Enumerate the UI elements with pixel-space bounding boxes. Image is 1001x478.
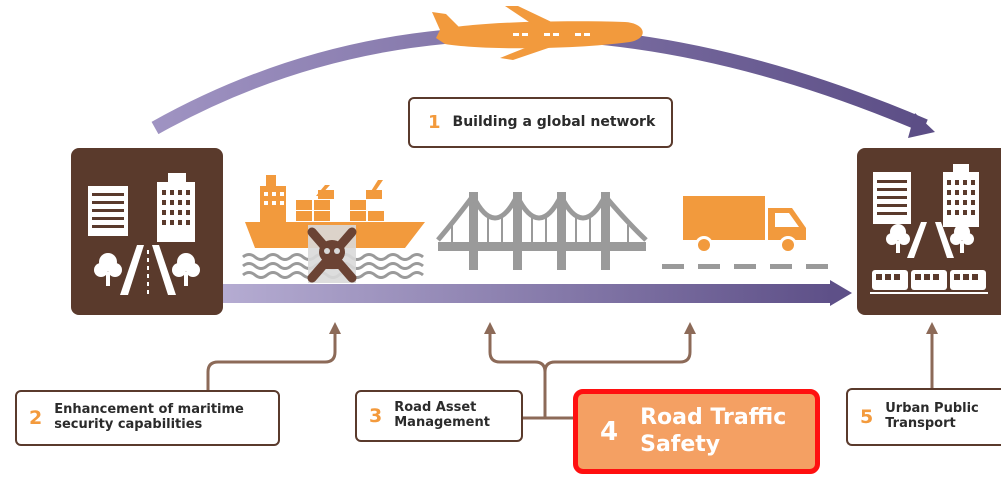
step-number: 1 — [428, 112, 441, 133]
step-3-box: 3 Road Asset Management — [355, 390, 523, 442]
step-1-box: 1 Building a global network — [408, 97, 673, 148]
connector-arrows — [206, 330, 934, 420]
step-label-line1: Enhancement of maritime — [54, 402, 244, 418]
step-number: 2 — [29, 407, 43, 429]
step-label: Road Asset Management — [394, 400, 490, 431]
ship-icon — [245, 175, 425, 248]
step-4-highlighted-box: 4 Road Traffic Safety — [573, 389, 820, 474]
step-number: 4 — [600, 416, 619, 447]
arrowheads — [329, 322, 938, 334]
step-label: Road Traffic Safety — [640, 405, 786, 458]
step-label: Building a global network — [452, 114, 656, 131]
truck-icon — [683, 196, 806, 254]
pirate-skull-icon — [307, 225, 357, 283]
step-label-line1: Road Asset — [394, 400, 477, 416]
step-number: 5 — [860, 406, 874, 428]
step-label: Urban Public Transport — [885, 401, 979, 432]
step-label-line2: Transport — [885, 416, 956, 431]
step-label-line1: Road Traffic — [640, 405, 787, 431]
step-label: Enhancement of maritime security capabil… — [54, 402, 244, 433]
city-icon — [71, 148, 223, 315]
step-label-line2: security capabilities — [54, 417, 203, 432]
airplane-icon — [432, 6, 643, 60]
transport-corridor-arrow — [222, 280, 852, 306]
step-number: 3 — [369, 405, 383, 427]
city-transit-icon — [857, 148, 1001, 315]
step-label-line1: Urban Public — [885, 401, 979, 417]
step-5-box: 5 Urban Public Transport — [846, 388, 1001, 446]
step-label-line2: Safety — [640, 431, 721, 457]
step-label-line2: Management — [394, 415, 490, 430]
road-dashes — [662, 264, 828, 269]
step-2-box: 2 Enhancement of maritime security capab… — [15, 390, 280, 446]
bridge-icon — [436, 192, 648, 270]
